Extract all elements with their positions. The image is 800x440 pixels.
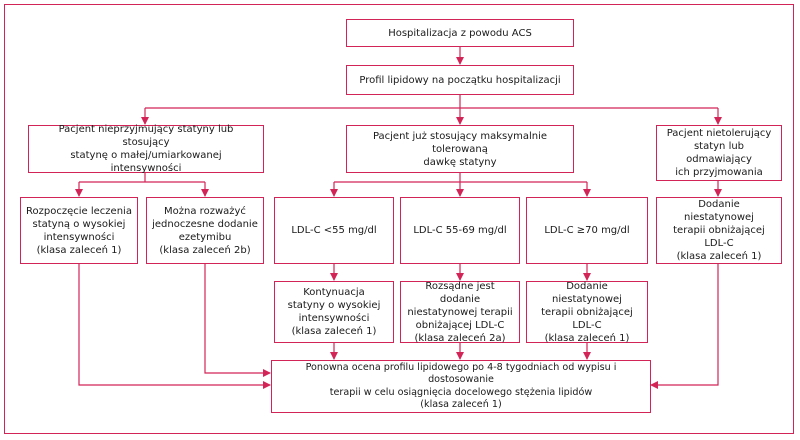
box-ldl-70-plus-text: LDL-C ≥70 mg/dl (544, 225, 630, 236)
box-ldl-70-plus: LDL-C ≥70 mg/dl (526, 197, 648, 264)
box-ldl-55-69: LDL-C 55-69 mg/dl (400, 197, 520, 264)
box-add-nonstatin-intolerant: Dodanie niestatynowej terapii obniżające… (656, 197, 782, 264)
arrow-max-statin-split (334, 173, 587, 183)
box-ldl-below-55-text: LDL-C <55 mg/dl (291, 225, 377, 236)
box-continue-statin-text: Kontynuacja statyny o wysokiej intensywn… (287, 287, 381, 337)
box-reasonable-nonstatin: Rozsądne jest dodanie niestatynowej tera… (400, 280, 520, 344)
box-lipid-profile: Profil lipidowy na początku hospitalizac… (346, 65, 574, 95)
box-reassessment: Ponowna ocena profilu lipidowego po 4-8 … (271, 360, 651, 413)
box-add-nonstatin-text: Dodanie niestatynowej terapii obniżające… (541, 280, 633, 344)
box-lipid-profile-text: Profil lipidowy na początku hospitalizac… (359, 74, 561, 86)
box-statin-intolerant-text: Pacjent nietolerujący statyn lub odmawia… (666, 128, 772, 178)
box-max-statin-text: Pacjent już stosujący maksymalnie tolero… (372, 130, 548, 168)
box-ldl-below-55: LDL-C <55 mg/dl (274, 197, 394, 264)
box-consider-ezetimibe: Można rozważyć jednoczesne dodanie ezety… (146, 197, 264, 264)
box-start-high-intensity: Rozpoczęcie leczenia statyną o wysokiej … (20, 197, 138, 264)
box-ldl-55-69-text: LDL-C 55-69 mg/dl (413, 225, 507, 236)
box-consider-ezetimibe-text: Można rozważyć jednoczesne dodanie ezety… (152, 205, 258, 256)
arrow-ezetimibe-to-reassess (204, 264, 271, 377)
box-reasonable-nonstatin-text: Rozsądne jest dodanie niestatynowej tera… (407, 280, 513, 344)
box-continue-statin: Kontynuacja statyny o wysokiej intensywn… (274, 281, 394, 343)
box-not-taking-statin: Pacjent nieprzyjmujący statyny lub stosu… (28, 124, 264, 174)
arrow-start-high-to-reassess (78, 264, 271, 389)
box-add-nonstatin: Dodanie niestatynowej terapii obniżające… (526, 280, 648, 344)
arrow-intolerant-nonstatin-to-reassess (650, 264, 719, 389)
box-reassessment-text: Ponowna ocena profilu lipidowego po 4-8 … (305, 361, 617, 411)
box-start-high-intensity-text: Rozpoczęcie leczenia statyną o wysokiej … (26, 205, 132, 256)
diagram-frame (4, 4, 794, 434)
box-max-statin: Pacjent już stosujący maksymalnie tolero… (346, 125, 574, 173)
box-add-nonstatin-intolerant-text: Dodanie niestatynowej terapii obniżające… (673, 199, 765, 262)
box-hospitalization-text: Hospitalizacja z powodu ACS (388, 27, 532, 39)
box-statin-intolerant: Pacjent nietolerujący statyn lub odmawia… (656, 125, 782, 181)
box-not-taking-statin-text: Pacjent nieprzyjmujący statyny lub stosu… (58, 124, 234, 174)
arrow-not-taking-split (79, 173, 205, 183)
box-hospitalization: Hospitalizacja z powodu ACS (346, 19, 574, 47)
